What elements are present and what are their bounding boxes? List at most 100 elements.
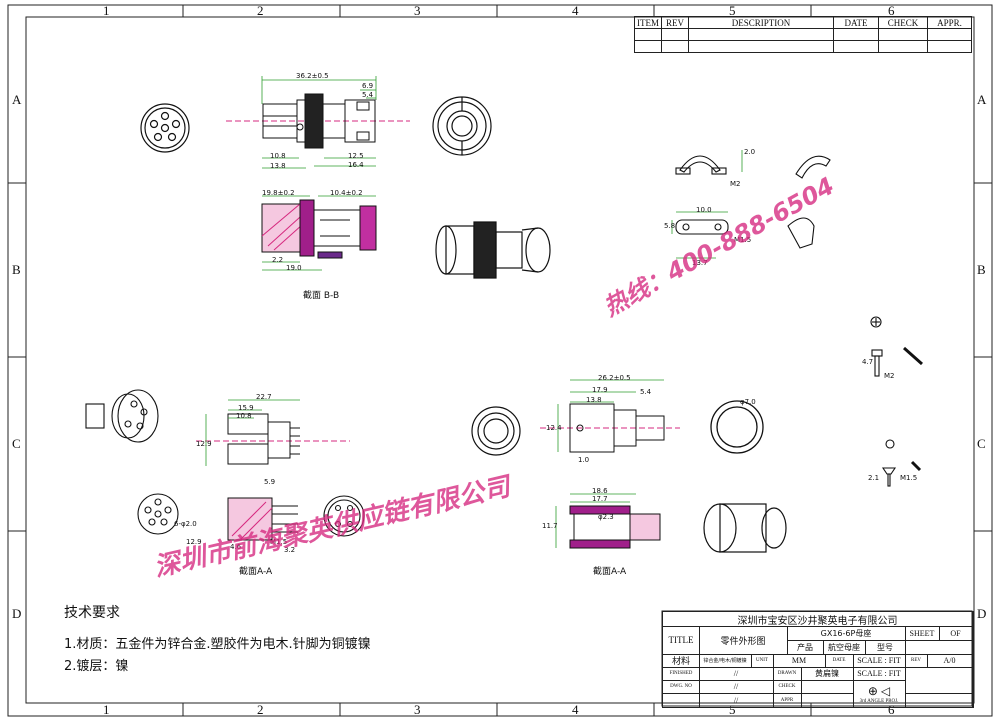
tb-slash-3: //: [699, 693, 774, 708]
tb-scale-label: SCALE : FIT: [853, 654, 906, 668]
tb-date-label: DATE: [825, 654, 854, 668]
tb-bottom-right: [905, 693, 973, 708]
dim-19-0: 19.0: [286, 264, 302, 272]
dim-1-0: 1.0: [578, 456, 590, 464]
inner-border: [25, 16, 975, 704]
dim-clip-m1-5: M1.5: [734, 236, 752, 244]
tb-appr-value: [801, 693, 854, 708]
dim-10-8: 10.8: [270, 152, 286, 160]
mid-right-back: [710, 400, 764, 454]
zone-col-2: 2: [257, 3, 264, 18]
dim-screw-m2: M2: [884, 372, 895, 380]
dim-overall-length: 36.2±0.5: [296, 72, 329, 80]
clip-views: [675, 155, 831, 249]
tb-product-value: 航空母座: [823, 640, 866, 655]
tb-shel-label: [663, 693, 700, 708]
dim-clip-m2: M2: [730, 180, 741, 188]
tb-projection-symbol: ⊕ ◁3rd ANGLE PROJ.: [853, 680, 906, 708]
zone-row-b-right: B: [977, 262, 986, 277]
section-bb-view: [261, 199, 377, 259]
rev-header-appr: APPR.: [927, 16, 972, 29]
zone-row-a-right: A: [977, 92, 987, 107]
zone-col-3-bottom: 3: [414, 702, 421, 717]
caption-section-bb: 截面 B-B: [303, 291, 340, 301]
zone-row-d: D: [12, 606, 22, 621]
dim-12-9: 12.9: [196, 440, 212, 448]
dim-clip-13-7: 13.7: [692, 259, 708, 267]
dim-screw-4-7: 4.7: [862, 358, 874, 366]
front-face-view: [140, 103, 190, 153]
dim-12-9b: 12.9: [186, 538, 202, 546]
tb-product-label: 产品: [787, 640, 824, 655]
dim-19-8: 19.8±0.2: [262, 189, 295, 197]
notes-heading: 技术要求: [64, 605, 120, 621]
caption-section-aa-right: 截面A-A: [593, 567, 627, 577]
tb-drawing-title: 零件外形图: [699, 626, 788, 655]
tb-finish-value: 黄扁镍: [801, 667, 854, 681]
zone-col-2-bottom: 2: [257, 702, 264, 717]
zone-row-c: C: [12, 436, 21, 451]
tb-sheet-blank: [905, 640, 973, 655]
mid-left-iso: [85, 389, 159, 443]
dim-screw-m1-5: M1.5: [900, 474, 918, 482]
tb-rev-label: REV: [905, 654, 928, 668]
iso-connector-view: [435, 221, 551, 279]
zone-col-5: 5: [729, 3, 736, 18]
dim-6-phi-2: 6-φ2.0: [174, 520, 197, 528]
zone-row-c-right: C: [977, 436, 986, 451]
tb-dwg-label: DWG. NO: [663, 680, 700, 694]
back-face-view: [432, 96, 492, 156]
zone-row-b: B: [12, 262, 21, 277]
zone-ticks: [8, 5, 992, 716]
rev-header-description: DESCRIPTION: [688, 16, 834, 29]
dim-clip-2: 2.0: [744, 148, 756, 156]
tb-appr-label: APPR: [773, 693, 802, 708]
dim-3-2: 3.2: [284, 546, 296, 554]
mid-right-side: [540, 403, 680, 453]
dim-17-7: 17.7: [592, 495, 608, 503]
mid-left-side: [196, 413, 350, 465]
dim-clip-10: 10.0: [696, 206, 712, 214]
mid-left-front: [137, 493, 179, 535]
rev-header-check: CHECK: [878, 16, 928, 29]
top-dim-lines: [261, 76, 377, 169]
dim-10-4: 10.4±0.2: [330, 189, 363, 197]
dim-clip-5-8: 5.8: [664, 222, 676, 230]
tb-material-label: 材料: [663, 654, 700, 668]
dim-5-9: 5.9: [264, 478, 276, 486]
outer-border: [7, 4, 993, 717]
tb-slash-2: //: [699, 680, 774, 694]
tb-model-label: 型号: [865, 640, 906, 655]
zone-row-a: A: [12, 92, 22, 107]
zone-col-1: 1: [103, 3, 110, 18]
dim-10-8b: 10.8: [236, 412, 252, 420]
caption-section-aa-left: 截面A-A: [239, 567, 273, 577]
bb-dim-lines: [262, 195, 376, 271]
dim-m1-5-left: M1.5: [270, 538, 288, 546]
dim-12-5: 12.5: [348, 152, 364, 160]
dim-5-4b: 5.4: [640, 388, 652, 396]
zone-col-3: 3: [414, 3, 421, 18]
dim-22-7: 22.7: [256, 393, 272, 401]
zone-col-4-bottom: 4: [572, 702, 579, 717]
dim-12-4: 12.4: [546, 424, 562, 432]
tb-unit-label: UNIT: [751, 654, 774, 668]
tb-company: 深圳市宝安区沙井聚英电子有限公司: [663, 612, 973, 627]
tb-finish-label: FINISHED: [663, 667, 700, 681]
tb-check-label: CHECK: [773, 680, 802, 694]
mid-left-section: [227, 497, 298, 541]
tb-scale2-label: SCALE : FIT: [853, 667, 906, 681]
notes-item-1: 1.材质：五金件为锌合金.塑胶件为电木.针脚为铜镀镍: [64, 637, 371, 652]
clip-dim-lines: [671, 150, 743, 259]
tb-rev-value: A/0: [927, 654, 973, 668]
tb-title-label: TITLE: [663, 626, 700, 655]
dim-13-8: 13.8: [270, 162, 286, 170]
dim-15-9: 15.9: [238, 404, 254, 412]
tb-check-value: [801, 680, 854, 694]
dim-26-2: 26.2±0.5: [598, 374, 631, 382]
rev-header-item: ITEM: [634, 16, 662, 29]
mid-right-iso: [703, 503, 787, 553]
mid-left-back: [323, 495, 365, 537]
